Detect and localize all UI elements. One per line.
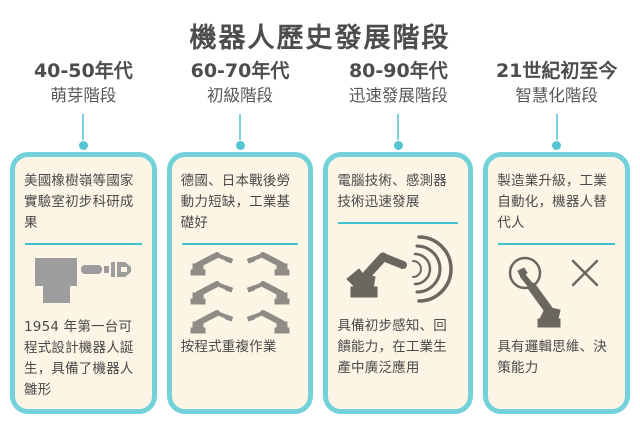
connector-line — [397, 114, 400, 140]
column-60-70s: 60-70年代 初級階段 德國、日本戰後勞動力短缺，工業基礎好 — [166, 58, 314, 414]
card-bottom-text: 具有邏輯思維、決策能力 — [497, 339, 607, 376]
connector — [235, 108, 245, 152]
connector — [393, 108, 403, 152]
connector-line — [555, 114, 558, 140]
card-bottom-text: 具備初步感知、回饋能力，在工業生產中廣泛應用 — [337, 318, 447, 376]
robot-arm-decision-icon — [497, 245, 616, 337]
column-header: 60-70年代 初級階段 — [191, 58, 290, 108]
column-80-90s: 80-90年代 迅速發展階段 電腦技術、感測器技術迅速發展 — [323, 58, 474, 414]
stage-label: 萌芽階段 — [50, 86, 117, 105]
era-label: 60-70年代 — [190, 60, 290, 82]
column-21st-century: 21世紀初至今 智慧化階段 製造業升級，工業自動化，機器人替代人 — [483, 58, 631, 414]
connector-dot — [235, 141, 245, 150]
connector-dot — [552, 141, 562, 150]
connector-line — [82, 114, 85, 140]
card-divider — [181, 243, 299, 245]
card-top-text: 德國、日本戰後勞動力短缺，工業基礎好 — [180, 173, 291, 231]
stage-label: 初級階段 — [207, 86, 273, 105]
era-label: 40-50年代 — [33, 60, 133, 82]
card-bottom-text: 按程式重複作業 — [180, 339, 277, 355]
robot-arm-sensor-waves-icon — [337, 224, 459, 316]
stage-label: 智慧化階段 — [515, 86, 598, 105]
card-top-text: 製造業升級，工業自動化，機器人替代人 — [497, 173, 607, 231]
era-label: 21世紀初至今 — [495, 60, 618, 82]
column-header: 80-90年代 迅速發展階段 — [349, 58, 448, 108]
page-title: 機器人歷史發展階段 — [189, 23, 451, 54]
connector-dot — [78, 141, 88, 150]
connector-dot — [393, 141, 403, 150]
timeline-columns: 40-50年代 萌芽階段 美國橡樹嶺等國家實驗室初步科研成果 — [0, 58, 640, 414]
stage-card: 電腦技術、感測器技術迅速發展 — [323, 152, 474, 414]
early-robot-manipulator-icon — [24, 245, 143, 317]
card-top-text: 美國橡樹嶺等國家實驗室初步科研成果 — [24, 173, 134, 231]
column-header: 40-50年代 萌芽階段 — [34, 58, 133, 108]
stage-card: 美國橡樹嶺等國家實驗室初步科研成果 1954 年第一台 — [10, 152, 157, 414]
connector — [552, 108, 562, 152]
card-divider — [25, 243, 142, 245]
card-divider — [338, 222, 459, 224]
card-divider — [498, 243, 616, 245]
era-label: 80-90年代 — [348, 60, 448, 82]
connector — [78, 108, 88, 152]
stage-card: 德國、日本戰後勞動力短缺，工業基礎好 按程式重複作業 — [166, 152, 314, 414]
column-40-50s: 40-50年代 萌芽階段 美國橡樹嶺等國家實驗室初步科研成果 — [10, 58, 157, 414]
robot-arms-grid-icon — [181, 245, 300, 337]
stage-label: 迅速發展階段 — [348, 86, 448, 105]
card-top-text: 電腦技術、感測器技術迅速發展 — [337, 173, 447, 210]
card-bottom-text: 1954 年第一台可程式設計機器人誕生，具備了機器人雛形 — [24, 319, 134, 398]
column-header: 21世紀初至今 智慧化階段 — [496, 58, 617, 108]
connector-line — [239, 114, 241, 140]
stage-card: 製造業升級，工業自動化，機器人替代人 — [483, 152, 631, 414]
